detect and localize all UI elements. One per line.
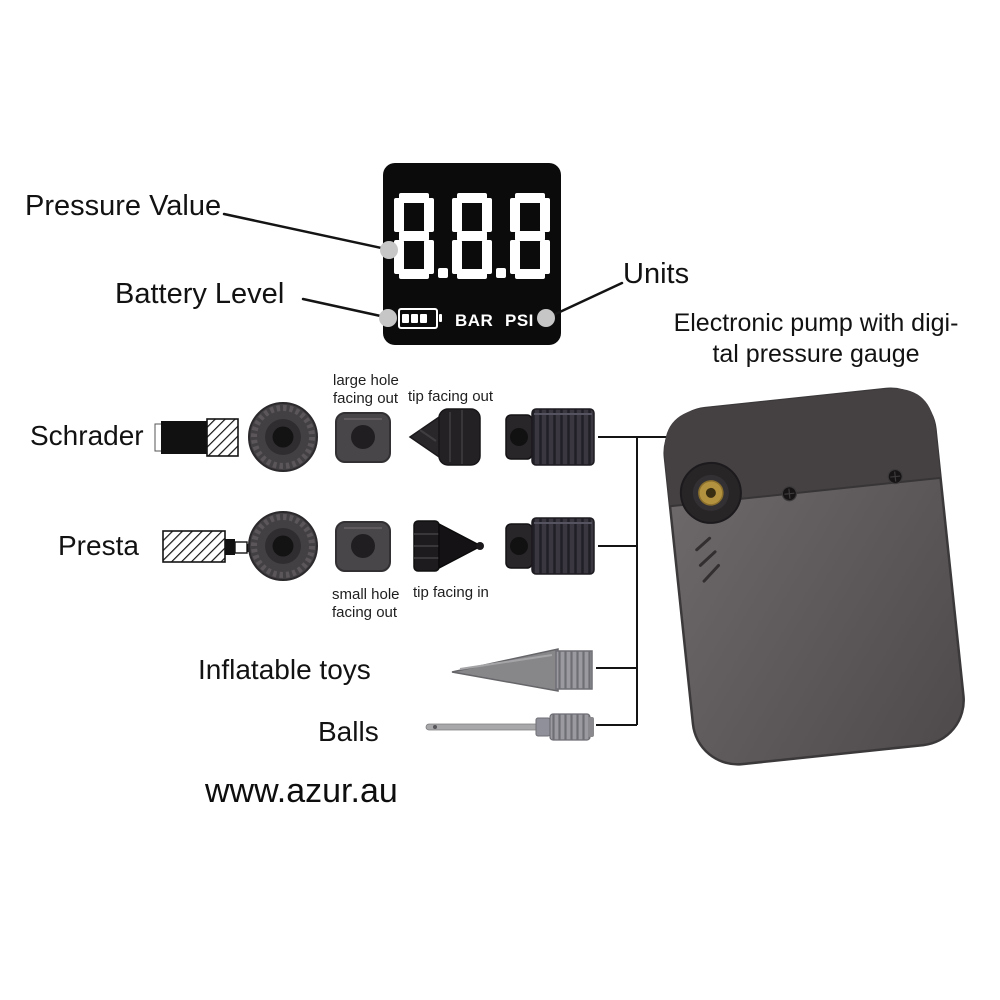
lcd-display: BAR PSI — [383, 163, 561, 345]
pump-screws — [781, 468, 903, 502]
presta-cone-adapter — [413, 520, 484, 572]
presta-label: Presta — [58, 530, 139, 561]
battery-icon — [398, 308, 442, 329]
balls-label: Balls — [318, 716, 379, 747]
pump-caption: Electronic pump with digi- tal pressure … — [646, 308, 986, 370]
schrader-tip-adapter — [408, 408, 481, 466]
units-label: Units — [623, 258, 690, 290]
ball-needle-icon — [425, 713, 594, 741]
schrader-cylinder-adapter — [335, 412, 391, 463]
unit-psi-label: PSI — [505, 311, 534, 330]
battery-level-label: Battery Level — [115, 278, 285, 310]
tip-facing-in-note: tip facing in — [413, 584, 489, 601]
inflatable-toys-label: Inflatable toys — [198, 654, 371, 685]
pump-vent-slits — [695, 536, 721, 583]
presta-valve-icon — [162, 530, 254, 563]
unit-bar-label: BAR — [455, 311, 494, 330]
large-hole-note: large hole facing out — [333, 372, 399, 408]
small-hole-note-line2: facing out — [332, 604, 398, 621]
website-url: www.azur.au — [205, 772, 398, 810]
small-hole-note: small hole facing out — [332, 586, 400, 622]
pump-nozzle-port — [679, 461, 742, 524]
presta-threaded-adapter — [505, 517, 595, 575]
pump-caption-line2: tal pressure gauge — [712, 340, 920, 368]
schrader-knurled-adapter — [248, 402, 318, 472]
pump-caption-line1: Electronic pump with digi- — [673, 309, 959, 337]
pressure-value-label: Pressure Value — [25, 190, 222, 222]
large-hole-note-line1: large hole — [333, 372, 399, 389]
presta-cylinder-adapter — [335, 521, 391, 572]
presta-knurled-adapter — [248, 511, 318, 581]
tip-facing-out-note: tip facing out — [408, 388, 494, 405]
small-hole-note-line1: small hole — [332, 586, 400, 603]
pump-illustration — [663, 387, 965, 766]
large-hole-note-line2: facing out — [333, 390, 399, 407]
schrader-valve-icon — [154, 418, 239, 457]
display-digits — [394, 193, 550, 279]
toys-nozzle-icon — [451, 648, 593, 692]
schrader-threaded-adapter — [505, 408, 595, 466]
connector-lines — [596, 436, 690, 726]
schrader-label: Schrader — [30, 420, 144, 451]
